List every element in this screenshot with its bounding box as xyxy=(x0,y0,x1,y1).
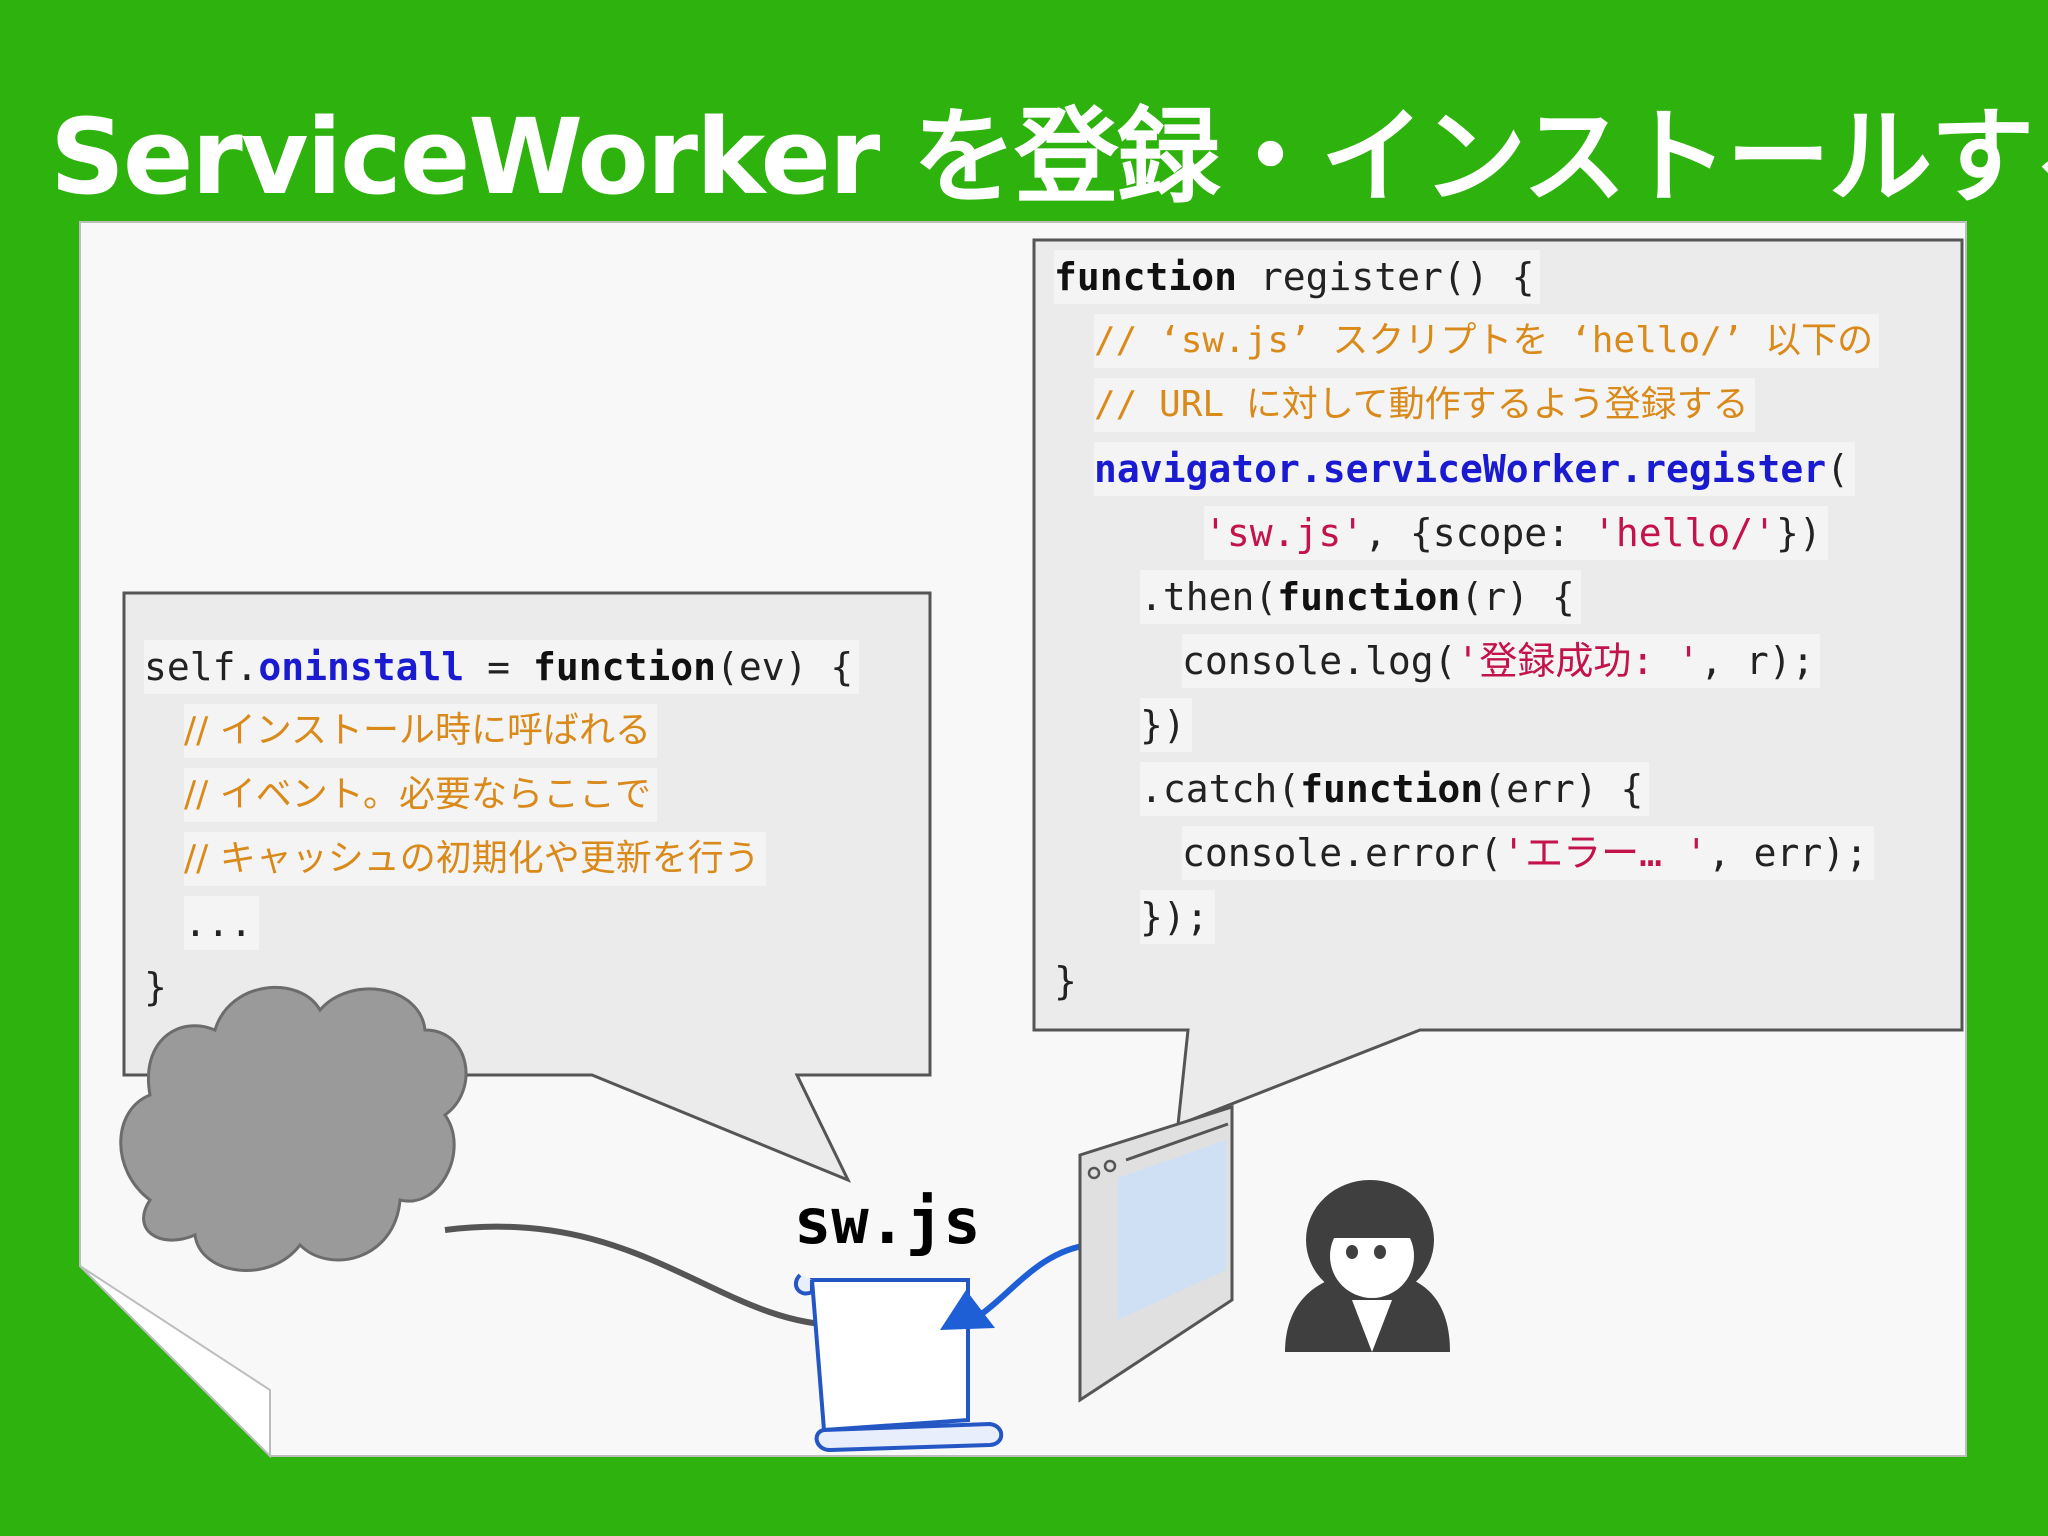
code-comment-line: // インストール時に呼ばれる xyxy=(184,704,657,758)
code-line: console.error('エラー… ', err); xyxy=(1182,826,1874,880)
code-line: } xyxy=(1054,959,1077,1003)
code-line: navigator.serviceWorker.register( xyxy=(1094,442,1855,496)
code-comment-line: // ‘sw.js’ スクリプトを ‘hello/’ 以下の xyxy=(1094,314,1880,368)
cloud-icon xyxy=(119,986,468,1272)
code-line: } xyxy=(144,965,167,1009)
browser-window-icon xyxy=(1078,1104,1234,1403)
code-line: self.oninstall = function(ev) { xyxy=(144,640,860,694)
code-line: }) xyxy=(1140,698,1192,752)
code-comment-line: // キャッシュの初期化や更新を行う xyxy=(184,832,766,886)
code-line: console.log('登録成功: ', r); xyxy=(1182,634,1821,688)
code-line: .then(function(r) { xyxy=(1140,570,1581,624)
code-line: ... xyxy=(184,896,259,950)
scroll-file-icon xyxy=(793,1273,1004,1453)
code-comment-line: // イベント。必要ならここで xyxy=(184,768,657,822)
file-label: sw.js xyxy=(794,1185,981,1258)
code-comment-line: // URL に対して動作するよう登録する xyxy=(1094,378,1755,432)
register-arrow xyxy=(940,1242,1091,1330)
code-line: .catch(function(err) { xyxy=(1140,762,1650,816)
page-title: ServiceWorker を登録・インストールする xyxy=(50,96,2048,218)
code-line: function register() { xyxy=(1054,250,1541,304)
code-line: 'sw.js', {scope: 'hello/'}) xyxy=(1204,506,1828,560)
person-icon xyxy=(1285,1180,1450,1352)
code-line: }); xyxy=(1140,890,1215,944)
